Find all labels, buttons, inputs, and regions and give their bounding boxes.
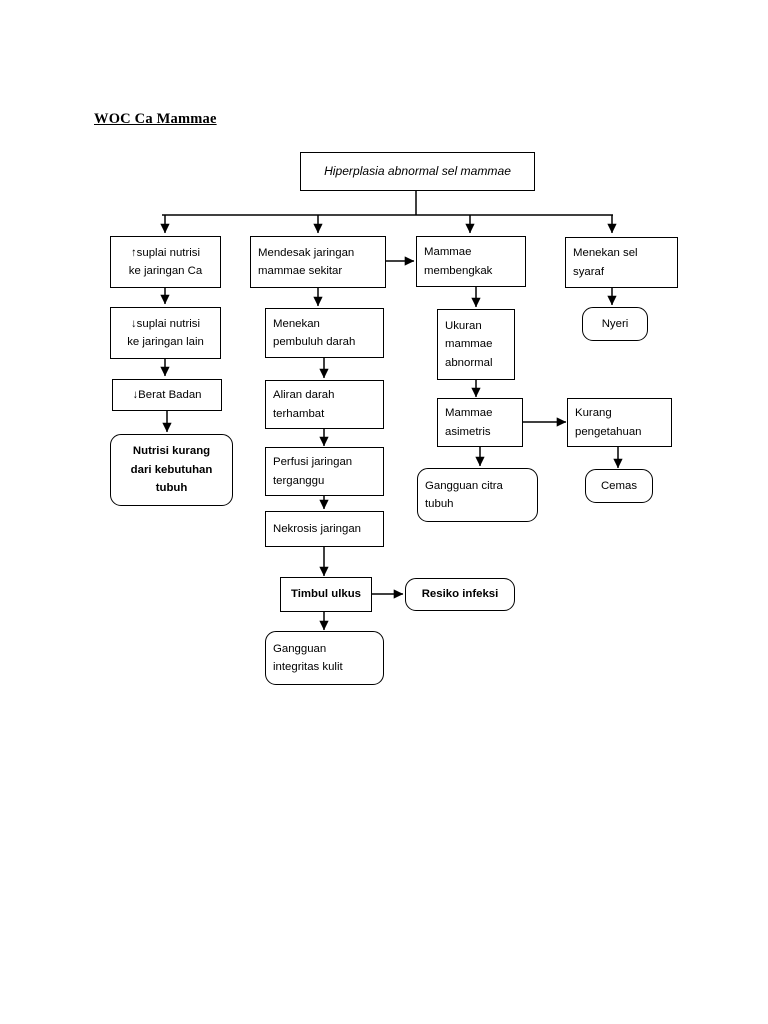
node-aliran-darah-terhambat: Aliran darah terhambat bbox=[265, 380, 384, 429]
node-line: pengetahuan bbox=[575, 425, 642, 438]
node-line: Mammae bbox=[445, 407, 493, 420]
node-line: mammae sekitar bbox=[258, 265, 343, 277]
node-line: abnormal bbox=[445, 356, 493, 369]
node-line: ke jaringan lain bbox=[127, 336, 204, 348]
node-line: ↓Berat Badan bbox=[132, 388, 202, 401]
node-mammae-asimetris: Mammae asimetris bbox=[437, 398, 523, 447]
node-menekan-pembuluh-darah: Menekan pembuluh darah bbox=[265, 308, 384, 358]
node-line: Nutrisi kurang bbox=[132, 445, 211, 458]
node-mammae-membengkak: Mammae membengkak bbox=[416, 236, 526, 287]
node-timbul-ulkus: Timbul ulkus bbox=[280, 577, 372, 612]
node-line: Nyeri bbox=[601, 317, 629, 330]
node-line: asimetris bbox=[445, 425, 491, 438]
node-line: tubuh bbox=[155, 482, 188, 495]
node-line: dari kebutuhan bbox=[130, 463, 213, 476]
node-line: ke jaringan Ca bbox=[128, 265, 203, 277]
node-line: Aliran darah bbox=[273, 389, 335, 402]
node-line: Ukuran bbox=[445, 319, 482, 332]
page-title: WOC Ca Mammae bbox=[94, 111, 217, 127]
node-berat-badan: ↓Berat Badan bbox=[112, 379, 222, 411]
node-perfusi-jaringan-terganggu: Perfusi jaringan terganggu bbox=[265, 447, 384, 496]
node-line: Perfusi jaringan bbox=[273, 456, 353, 469]
node-line: Gangguan citra bbox=[425, 479, 503, 492]
node-nutrisi-kurang-dari-kebutuhan-tubuh: Nutrisi kurang dari kebutuhan tubuh bbox=[110, 434, 233, 506]
node-line: Menekan sel bbox=[573, 247, 638, 260]
node-line: Timbul ulkus bbox=[290, 588, 362, 601]
node-line: syaraf bbox=[573, 265, 605, 278]
node-line: integritas kulit bbox=[273, 661, 343, 673]
node-line: Resiko infeksi bbox=[421, 588, 499, 601]
node-mendesak-jaringan-mammae-sekitar: Mendesak jaringan mammae sekitar bbox=[250, 236, 386, 288]
node-cemas: Cemas bbox=[585, 469, 653, 503]
node-gangguan-integritas-kulit: Gangguan integritas kulit bbox=[265, 631, 384, 685]
node-suplai-nutrisi-ke-jaringan-lain: ↓suplai nutrisi ke jaringan lain bbox=[110, 307, 221, 359]
node-line: Gangguan bbox=[273, 642, 327, 655]
node-line: terganggu bbox=[273, 474, 325, 487]
node-line: terhambat bbox=[273, 407, 325, 420]
node-ukuran-mammae-abnormal: Ukuran mammae abnormal bbox=[437, 309, 515, 380]
node-nyeri: Nyeri bbox=[582, 307, 648, 341]
node-line: Mendesak jaringan bbox=[258, 246, 355, 259]
node-nekrosis-jaringan: Nekrosis jaringan bbox=[265, 511, 384, 547]
node-line: ↑suplai nutrisi bbox=[130, 246, 200, 259]
node-line: membengkak bbox=[424, 264, 493, 277]
node-suplai-nutrisi-ke-jaringan-ca: ↑suplai nutrisi ke jaringan Ca bbox=[110, 236, 221, 288]
node-hiperplasia-abnormal-sel-mammae: Hiperplasia abnormal sel mammae bbox=[300, 152, 535, 191]
node-line: mammae bbox=[445, 338, 493, 351]
node-resiko-infeksi: Resiko infeksi bbox=[405, 578, 515, 611]
node-line: Mammae bbox=[424, 246, 472, 259]
node-line: Cemas bbox=[600, 479, 638, 492]
node-line: ↓suplai nutrisi bbox=[130, 317, 200, 330]
node-line: Kurang bbox=[575, 407, 612, 420]
node-menekan-sel-syaraf: Menekan sel syaraf bbox=[565, 237, 678, 288]
node-line: tubuh bbox=[425, 498, 454, 510]
node-gangguan-citra-tubuh: Gangguan citra tubuh bbox=[417, 468, 538, 522]
node-kurang-pengetahuan: Kurang pengetahuan bbox=[567, 398, 672, 447]
node-line: Hiperplasia abnormal sel mammae bbox=[324, 163, 511, 178]
node-line: Menekan bbox=[273, 317, 320, 330]
node-line: Nekrosis jaringan bbox=[273, 522, 361, 535]
node-line: pembuluh darah bbox=[273, 336, 356, 348]
